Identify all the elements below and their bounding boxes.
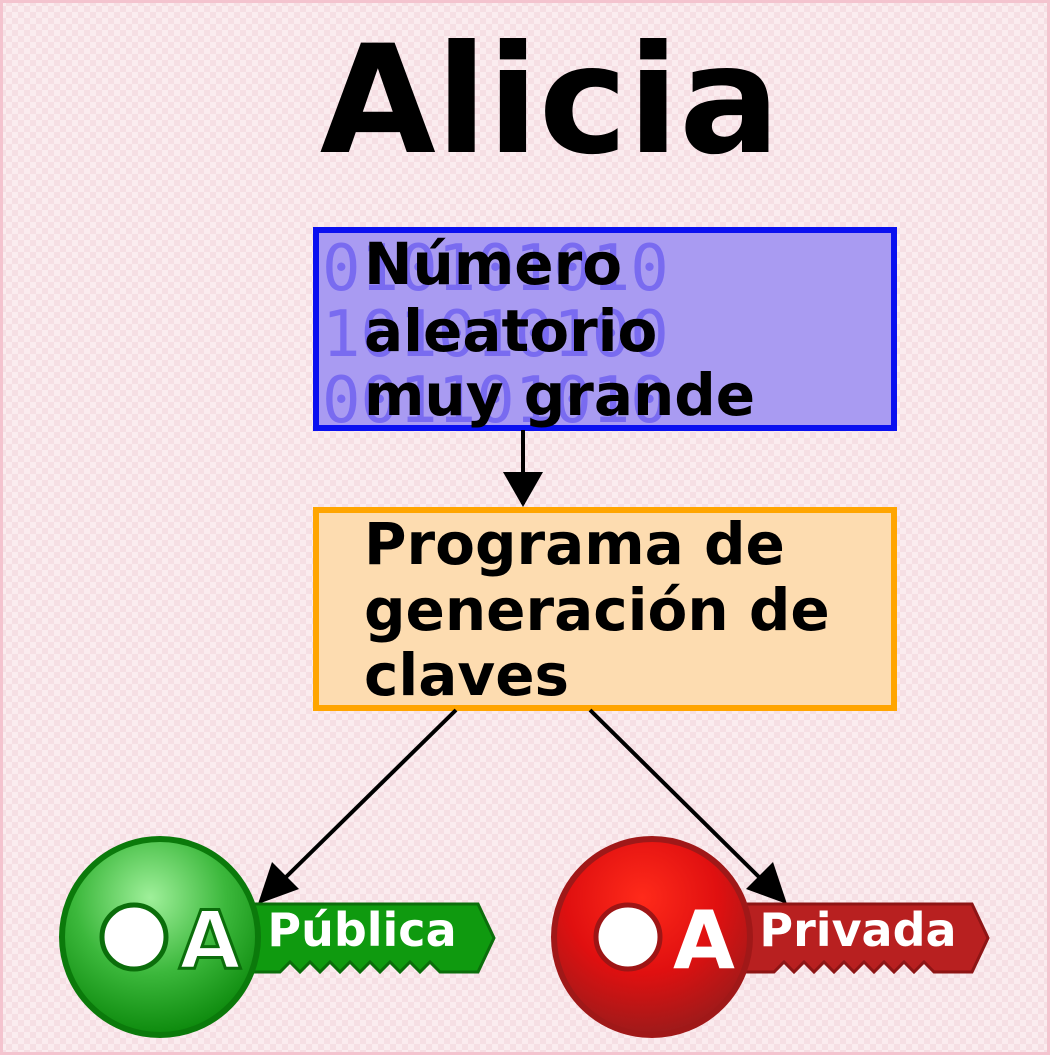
arrow-to-public-key	[283, 708, 458, 880]
private-key-label: Privada	[759, 903, 956, 957]
random-box-line: aleatorio	[364, 297, 657, 365]
private-key-icon: A Privada	[551, 836, 990, 1038]
program-box-line: generación de	[364, 576, 830, 644]
arrow-to-private-key-head	[746, 862, 787, 904]
random-box-line: muy grande	[364, 361, 755, 429]
random-number-box-rect	[313, 227, 897, 431]
public-key-hole	[99, 902, 169, 972]
key-generation-program-box: Programa de generación de claves	[313, 507, 897, 711]
binary-row: 101010100	[322, 298, 669, 372]
diagram-title: Alicia	[320, 14, 780, 188]
arrow-to-public-key-head	[258, 862, 299, 904]
program-box-line: claves	[364, 641, 569, 709]
binary-row: 001101010	[322, 364, 669, 438]
random-number-box: 010101010 101010100 001101010 Número ale…	[313, 227, 897, 438]
random-box-line: Número	[364, 230, 622, 298]
binary-row: 010101010	[322, 232, 669, 306]
arrow-to-private-key	[588, 708, 762, 880]
private-key-hole	[593, 902, 663, 972]
public-key-label: Pública	[267, 903, 456, 957]
public-key-letter: A	[179, 894, 241, 987]
public-key-icon: A Pública	[59, 836, 496, 1038]
program-box-rect	[313, 507, 897, 711]
program-box-line: Programa de	[364, 510, 785, 578]
private-key-blade	[740, 902, 990, 975]
arrow-down-head	[503, 472, 543, 507]
private-key-letter: A	[673, 894, 735, 987]
public-key-blade	[246, 902, 496, 975]
